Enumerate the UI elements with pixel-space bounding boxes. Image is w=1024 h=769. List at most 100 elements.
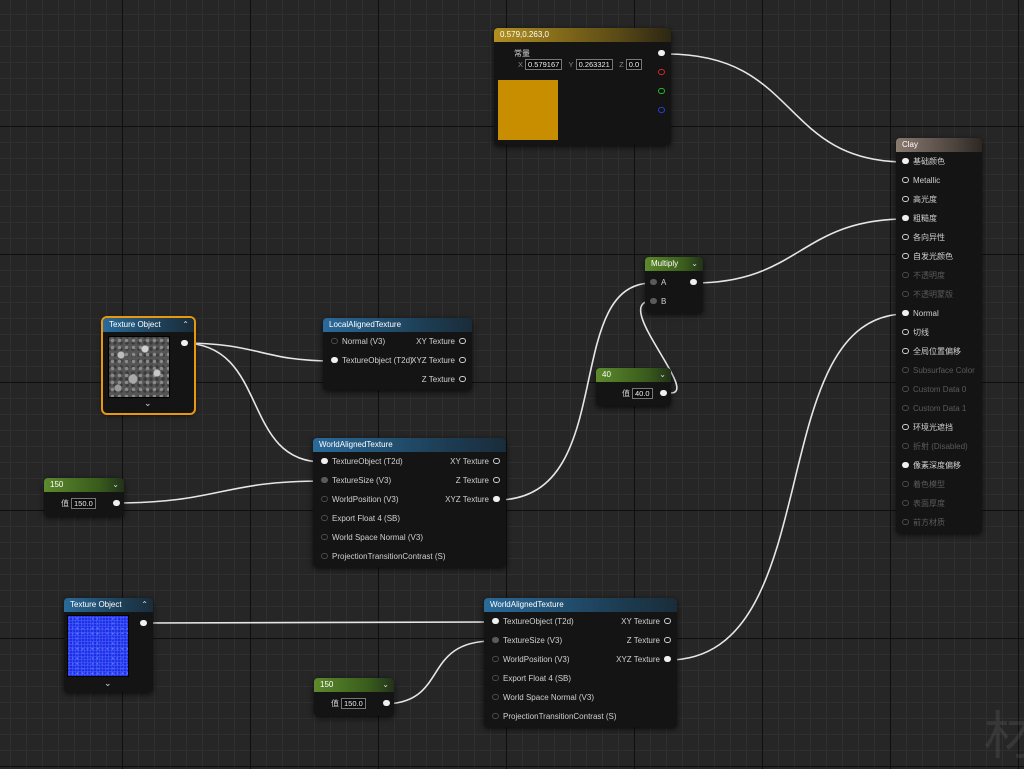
world1-output-xyz[interactable]: XYZ Texture (445, 494, 500, 506)
scalar-40-field[interactable]: 40.0 (632, 388, 653, 400)
input-pin-icon[interactable] (902, 442, 909, 449)
world1-input-export[interactable]: Export Float 4 (SB) (321, 513, 400, 525)
scalar-150-1-field[interactable]: 150.0 (71, 498, 96, 510)
clay-input-7[interactable]: 不透明蒙版 (902, 289, 953, 301)
multiply-header[interactable]: Multiply⌄ (645, 257, 703, 271)
local-aligned-texture-node[interactable]: LocalAlignedTexture Normal (V3) TextureO… (323, 318, 472, 390)
local-output-xyz[interactable]: XYZ Texture (411, 355, 466, 367)
input-pin-icon[interactable] (902, 233, 909, 240)
input-pin-icon[interactable] (331, 337, 338, 344)
output-pin-icon[interactable] (459, 337, 466, 344)
input-pin-icon[interactable] (902, 385, 909, 392)
clay-input-1[interactable]: Metallic (902, 175, 940, 187)
world2-input-export[interactable]: Export Float 4 (SB) (492, 673, 571, 685)
blue-pin-icon[interactable] (658, 106, 665, 113)
input-pin-icon[interactable] (492, 693, 499, 700)
texture-object-1-header[interactable]: Texture Object⌃ (103, 318, 194, 332)
chevron-down-icon[interactable]: ⌄ (691, 259, 698, 268)
clay-header[interactable]: Clay (896, 138, 982, 152)
clay-input-19[interactable]: 前方材质 (902, 517, 945, 529)
scalar-40-output[interactable] (656, 388, 667, 400)
texture-object-node-1[interactable]: Texture Object⌃ ⌄ (101, 316, 196, 415)
input-pin-icon[interactable] (902, 176, 909, 183)
input-pin-icon[interactable] (492, 617, 499, 624)
red-pin-icon[interactable] (658, 68, 665, 75)
texture-object-2-output[interactable] (136, 618, 147, 630)
world2-input-contrast[interactable]: ProjectionTransitionContrast (S) (492, 711, 617, 723)
input-pin-icon[interactable] (492, 655, 499, 662)
world2-output-xyz[interactable]: XYZ Texture (616, 654, 671, 666)
local-input-texobj[interactable]: TextureObject (T2d) (331, 355, 413, 367)
output-pin-icon[interactable] (459, 375, 466, 382)
texture-object-2-header[interactable]: Texture Object⌃ (64, 598, 153, 612)
output-pin-icon[interactable] (493, 495, 500, 502)
multiply-input-b[interactable]: B (650, 296, 666, 308)
clay-input-3[interactable]: 粗糙度 (902, 213, 937, 225)
local-output-z[interactable]: Z Texture (422, 374, 466, 386)
input-pin-icon[interactable] (321, 533, 328, 540)
constant-x-field[interactable]: 0.579167 (525, 59, 563, 71)
clay-input-13[interactable]: Custom Data 1 (902, 403, 966, 415)
world-aligned-texture-node-2[interactable]: WorldAlignedTexture TextureObject (T2d) … (484, 598, 677, 727)
world1-output-xy[interactable]: XY Texture (450, 456, 500, 468)
input-pin-icon[interactable] (902, 423, 909, 430)
world2-input-normal[interactable]: World Space Normal (V3) (492, 692, 594, 704)
constant3-out-r[interactable] (654, 67, 665, 79)
local-output-xy[interactable]: XY Texture (416, 336, 466, 348)
clay-input-4[interactable]: 各向异性 (902, 232, 945, 244)
input-pin-icon[interactable] (902, 404, 909, 411)
chevron-down-icon[interactable]: ⌄ (382, 680, 389, 689)
world-aligned-1-header[interactable]: WorldAlignedTexture (313, 438, 506, 452)
input-pin-icon[interactable] (321, 495, 328, 502)
clay-input-0[interactable]: 基础颜色 (902, 156, 945, 168)
constant3-out-g[interactable] (654, 86, 665, 98)
world1-input-size[interactable]: TextureSize (V3) (321, 475, 391, 487)
input-pin-icon[interactable] (902, 328, 909, 335)
input-pin-icon[interactable] (321, 552, 328, 559)
input-pin-icon[interactable] (321, 476, 328, 483)
output-pin-icon[interactable] (140, 619, 147, 626)
input-pin-icon[interactable] (650, 297, 657, 304)
input-pin-icon[interactable] (650, 278, 657, 285)
input-pin-icon[interactable] (902, 290, 909, 297)
world2-output-xy[interactable]: XY Texture (621, 616, 671, 628)
output-pin-icon[interactable] (664, 617, 671, 624)
input-pin-icon[interactable] (902, 252, 909, 259)
input-pin-icon[interactable] (902, 157, 909, 164)
input-pin-icon[interactable] (902, 195, 909, 202)
output-pin-icon[interactable] (459, 356, 466, 363)
output-pin-icon[interactable] (664, 636, 671, 643)
clay-input-16[interactable]: 像素深度偏移 (902, 460, 961, 472)
constant-z-field[interactable]: 0.0 (625, 59, 643, 71)
clay-input-2[interactable]: 高光度 (902, 194, 937, 206)
input-pin-icon[interactable] (492, 712, 499, 719)
chevron-down-icon[interactable]: ⌄ (144, 398, 152, 408)
world1-input-position[interactable]: WorldPosition (V3) (321, 494, 399, 506)
input-pin-icon[interactable] (492, 674, 499, 681)
clay-input-9[interactable]: 切线 (902, 327, 929, 339)
input-pin-icon[interactable] (902, 214, 909, 221)
world1-output-z[interactable]: Z Texture (456, 475, 500, 487)
output-pin-icon[interactable] (658, 49, 665, 56)
input-pin-icon[interactable] (492, 636, 499, 643)
output-pin-icon[interactable] (493, 457, 500, 464)
clay-input-11[interactable]: Subsurface Color (902, 365, 975, 377)
input-pin-icon[interactable] (902, 309, 909, 316)
output-pin-icon[interactable] (181, 339, 188, 346)
world1-input-contrast[interactable]: ProjectionTransitionContrast (S) (321, 551, 446, 563)
scalar-150-1-output[interactable] (109, 498, 120, 510)
world2-output-z[interactable]: Z Texture (627, 635, 671, 647)
scalar-150-2-field[interactable]: 150.0 (341, 698, 366, 710)
world2-input-size[interactable]: TextureSize (V3) (492, 635, 562, 647)
input-pin-icon[interactable] (902, 461, 909, 468)
world2-input-position[interactable]: WorldPosition (V3) (492, 654, 570, 666)
clay-input-17[interactable]: 着色模型 (902, 479, 945, 491)
input-pin-icon[interactable] (321, 514, 328, 521)
texture-object-1-output[interactable] (177, 338, 188, 350)
input-pin-icon[interactable] (902, 499, 909, 506)
multiply-input-a[interactable]: A (650, 277, 666, 289)
